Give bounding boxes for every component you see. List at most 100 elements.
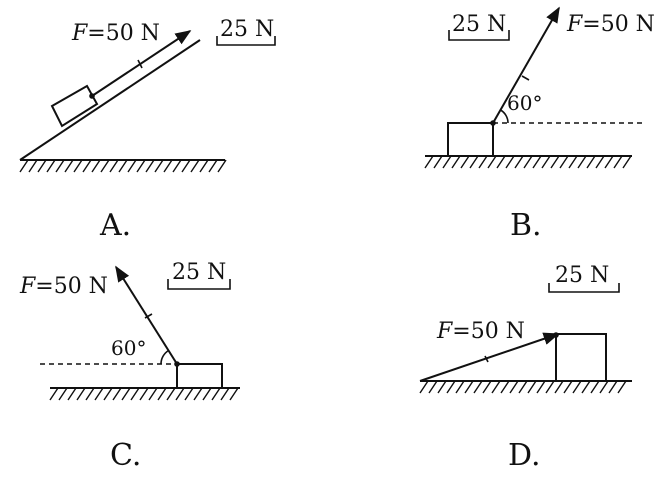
hatch-stroke	[118, 159, 128, 173]
scale-bar	[216, 36, 276, 46]
application-point	[553, 332, 559, 338]
hatch-stroke	[166, 387, 176, 401]
hatch-stroke	[442, 155, 452, 169]
hatch-stroke	[433, 155, 443, 169]
block	[50, 84, 99, 128]
application-point	[89, 93, 95, 99]
hatch-stroke	[500, 380, 510, 394]
hatch-stroke	[460, 155, 470, 169]
hatch-stroke	[487, 155, 497, 169]
hatch-stroke	[523, 155, 533, 169]
application-point	[174, 361, 180, 367]
hatch-stroke	[49, 387, 59, 401]
ground-hatching	[419, 380, 627, 394]
option-label: B.	[510, 208, 542, 243]
ground-hatching	[49, 387, 239, 401]
hatch-stroke	[541, 155, 551, 169]
hatch-stroke	[73, 159, 83, 173]
force-label: F=50 N	[566, 12, 655, 37]
scale-bar	[448, 30, 510, 41]
hatch-stroke	[208, 159, 218, 173]
hatch-stroke	[478, 155, 488, 169]
option-label: D.	[508, 438, 541, 473]
hatch-stroke	[617, 380, 627, 394]
hatch-stroke	[518, 380, 528, 394]
hatch-stroke	[130, 387, 140, 401]
hatch-stroke	[491, 380, 501, 394]
scale-tick	[144, 313, 153, 319]
hatch-stroke	[199, 159, 209, 173]
block	[176, 363, 223, 389]
panel-c: 60° F=50 N 25 N C.	[19, 260, 240, 473]
hatch-stroke	[19, 159, 29, 173]
scale-tick	[484, 355, 489, 363]
hatch-stroke	[613, 155, 623, 169]
hatch-stroke	[184, 387, 194, 401]
block	[555, 333, 607, 382]
scale-label: 25 N	[555, 263, 609, 288]
hatch-stroke	[148, 387, 158, 401]
hatch-stroke	[211, 387, 221, 401]
angle-label: 60°	[111, 336, 146, 360]
hatch-stroke	[181, 159, 191, 173]
hatch-stroke	[217, 159, 227, 173]
ground-hatching	[424, 155, 632, 169]
scale-label: 25 N	[172, 260, 226, 285]
hatch-stroke	[85, 387, 95, 401]
hatch-stroke	[424, 155, 434, 169]
scale-tick	[137, 59, 143, 69]
hatch-stroke	[163, 159, 173, 173]
hatch-stroke	[37, 159, 47, 173]
force-arrow	[115, 265, 178, 365]
block	[447, 122, 494, 157]
hatch-stroke	[100, 159, 110, 173]
hatch-stroke	[91, 159, 101, 173]
hatch-stroke	[127, 159, 137, 173]
hatch-stroke	[559, 155, 569, 169]
application-point	[490, 120, 496, 126]
hatch-stroke	[482, 380, 492, 394]
hatch-stroke	[121, 387, 131, 401]
hatch-stroke	[545, 380, 555, 394]
hatch-stroke	[58, 387, 68, 401]
hatch-stroke	[590, 380, 600, 394]
hatch-stroke	[112, 387, 122, 401]
hatch-stroke	[464, 380, 474, 394]
hatch-stroke	[532, 155, 542, 169]
hatch-stroke	[154, 159, 164, 173]
hatch-stroke	[514, 155, 524, 169]
force-label: F=50 N	[71, 21, 160, 46]
hatch-stroke	[109, 159, 119, 173]
option-label: C.	[110, 438, 141, 473]
hatch-stroke	[469, 155, 479, 169]
hatch-stroke	[577, 155, 587, 169]
panel-a: F=50 N 25 N A.	[19, 17, 276, 243]
hatch-stroke	[67, 387, 77, 401]
hatch-stroke	[220, 387, 230, 401]
hatch-stroke	[608, 380, 618, 394]
panel-b: 60° F=50 N 25 N B.	[424, 6, 655, 243]
force-label: F=50 N	[436, 319, 525, 344]
angle-arc	[160, 349, 169, 365]
hatch-stroke	[103, 387, 113, 401]
angle-arc	[500, 109, 509, 124]
hatch-stroke	[157, 387, 167, 401]
hatch-stroke	[136, 159, 146, 173]
hatch-stroke	[550, 155, 560, 169]
hatch-stroke	[527, 380, 537, 394]
hatch-stroke	[46, 159, 56, 173]
hatch-stroke	[28, 159, 38, 173]
angle-label: 60°	[507, 91, 542, 115]
hatch-stroke	[451, 155, 461, 169]
hatch-stroke	[446, 380, 456, 394]
incline-surface	[19, 39, 201, 161]
hatch-stroke	[94, 387, 104, 401]
hatch-stroke	[581, 380, 591, 394]
force-arrow	[492, 6, 560, 124]
hatch-stroke	[496, 155, 506, 169]
scale-label: 25 N	[220, 17, 274, 42]
hatch-stroke	[473, 380, 483, 394]
hatch-stroke	[76, 387, 86, 401]
